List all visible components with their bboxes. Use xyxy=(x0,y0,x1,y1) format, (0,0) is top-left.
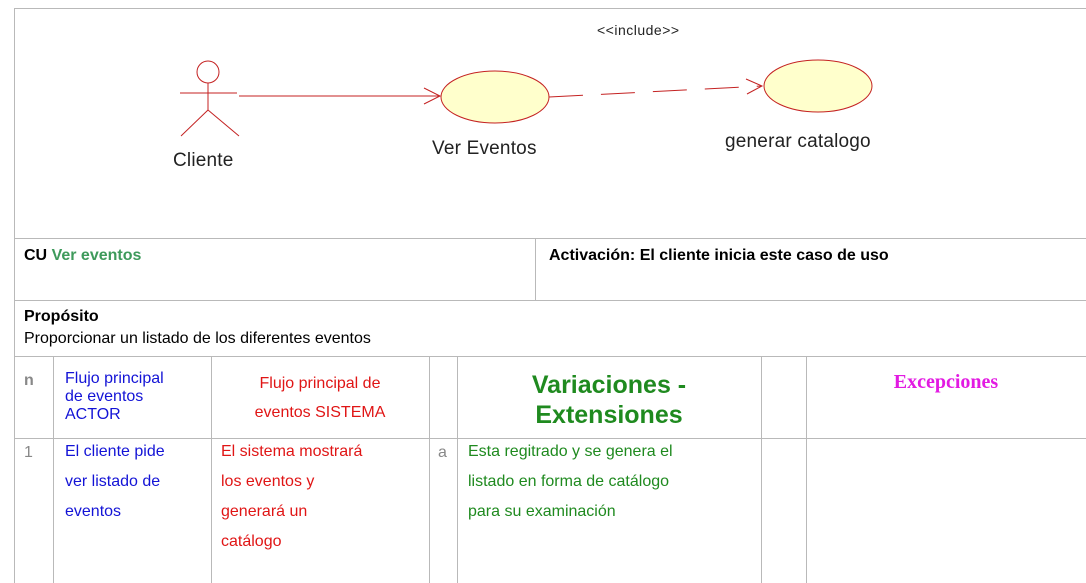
row-system-line: los eventos y xyxy=(221,473,315,490)
header-system-line: Flujo principal de xyxy=(259,375,381,392)
divider-header xyxy=(14,356,1086,357)
usecase2-label: generar catalogo xyxy=(725,131,871,152)
row-system: El sistema mostrará los eventos y genera… xyxy=(221,437,362,557)
activation-text: Activación: El cliente inicia este caso … xyxy=(549,247,889,264)
header-variations: Variaciones - Extensiones xyxy=(457,370,761,430)
col-line-2 xyxy=(211,356,212,583)
usecase-ver-eventos xyxy=(440,70,550,124)
header-system-line: eventos SISTEMA xyxy=(254,404,386,421)
row-actor-line: eventos xyxy=(65,503,122,520)
col-line-3 xyxy=(429,356,430,583)
purpose-text: Proporcionar un listado de los diferente… xyxy=(24,330,371,347)
row-variation-line: listado en forma de catálogo xyxy=(468,473,670,490)
divider-purpose xyxy=(14,300,1086,301)
association-arrow xyxy=(239,87,442,105)
row-system-line: generará un xyxy=(221,503,308,520)
cu-prefix: CU xyxy=(24,247,48,264)
header-system: Flujo principal de eventos SISTEMA xyxy=(211,369,429,427)
include-stereotype: <<include>> xyxy=(597,22,680,38)
row-system-line: El sistema mostrará xyxy=(221,443,363,460)
header-n: n xyxy=(24,372,34,389)
row-system-line: catálogo xyxy=(221,533,282,550)
header-exceptions: Excepciones xyxy=(893,371,999,393)
purpose-title: Propósito xyxy=(24,308,99,325)
divider-row xyxy=(14,438,1086,439)
col-line-1 xyxy=(53,356,54,583)
row-actor-line: ver listado de xyxy=(65,473,161,490)
header-actor: Flujo principal de eventos ACTOR xyxy=(65,370,164,424)
row-variation: Esta regitrado y se genera el listado en… xyxy=(468,437,673,527)
diagram-frame xyxy=(14,8,1086,583)
row-var-id: a xyxy=(438,444,447,461)
row-actor: El cliente pide ver listado de eventos xyxy=(65,437,165,527)
header-actor-line: Flujo principal xyxy=(65,370,164,387)
col-line-6 xyxy=(806,356,807,583)
use-case-diagram xyxy=(180,59,873,137)
row-actor-line: El cliente pide xyxy=(65,443,165,460)
header-variations-line: Extensiones xyxy=(535,401,683,429)
header-actor-line: ACTOR xyxy=(65,406,121,423)
usecase-generar-catalogo xyxy=(763,59,873,113)
row-variation-line: para su examinación xyxy=(468,503,616,520)
cu-name: Ver eventos xyxy=(51,247,142,264)
include-dependency-arrow xyxy=(548,78,764,98)
usecase1-label: Ver Eventos xyxy=(432,138,537,159)
actor-label: Cliente xyxy=(173,150,234,171)
col-line-5 xyxy=(761,356,762,583)
cu-title: CU Ver eventos xyxy=(24,246,141,266)
col-line-4 xyxy=(457,356,458,583)
actor-figure xyxy=(180,60,240,137)
divider-activation xyxy=(535,238,536,300)
header-variations-line: Variaciones - xyxy=(531,371,687,399)
divider-cu xyxy=(14,238,1086,239)
row-n: 1 xyxy=(24,444,33,461)
header-actor-line: de eventos xyxy=(65,388,144,405)
row-variation-line: Esta regitrado y se genera el xyxy=(468,443,673,460)
